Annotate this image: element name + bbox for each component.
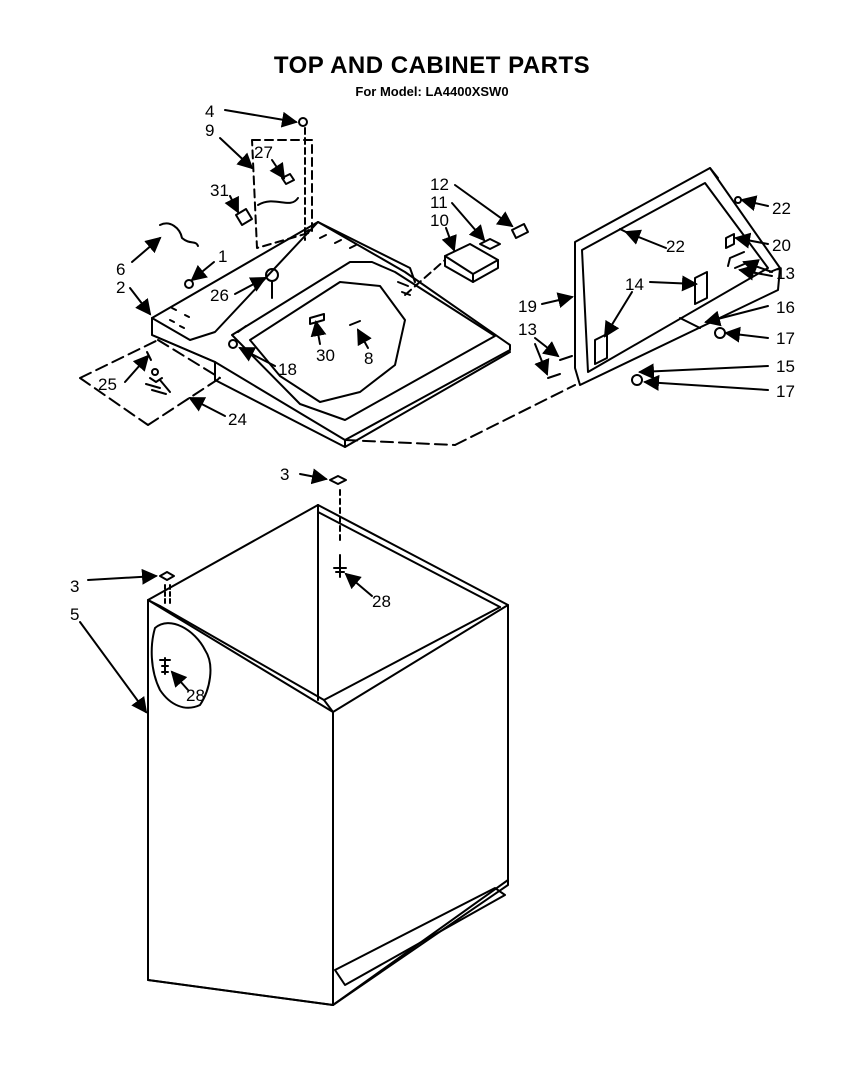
- callout-9: 9: [205, 121, 214, 140]
- callout-3-rear: 3: [280, 465, 289, 484]
- model-subtitle: For Model: LA4400XSW0: [355, 84, 509, 99]
- callout-28-front: 28: [186, 686, 205, 705]
- diagram-title: TOP AND CABINET PARTS: [273, 52, 591, 79]
- top-panel: [151, 221, 511, 448]
- callout-17-lower: 17: [776, 382, 795, 401]
- callout-1: 1: [218, 247, 227, 266]
- callout-13-right: 13: [776, 264, 795, 283]
- leader-lines: [79, 109, 773, 714]
- cabinet: [147, 475, 509, 1006]
- switch-assembly-24: [79, 339, 221, 426]
- callout-19: 19: [518, 297, 537, 316]
- callout-17-upper: 17: [776, 329, 795, 348]
- callout-27: 27: [254, 143, 273, 162]
- callout-22-right: 22: [772, 199, 791, 218]
- callout-24: 24: [228, 410, 247, 429]
- callout-22-inner: 22: [666, 237, 685, 256]
- callout-18: 18: [278, 360, 297, 379]
- callout-8: 8: [364, 349, 373, 368]
- callout-5: 5: [70, 605, 79, 624]
- callout-25: 25: [98, 375, 117, 394]
- lid-assembly: [344, 167, 781, 446]
- callout-10: 10: [430, 211, 449, 230]
- callout-6: 6: [116, 260, 125, 279]
- small-parts: [159, 117, 361, 349]
- callout-30: 30: [316, 346, 335, 365]
- callout-14: 14: [625, 275, 644, 294]
- callout-12: 12: [430, 175, 449, 194]
- callout-31: 31: [210, 181, 229, 200]
- callout-28-rear: 28: [372, 592, 391, 611]
- callout-13-left: 13: [518, 320, 537, 339]
- callout-20: 20: [772, 236, 791, 255]
- hinge-parts: [404, 223, 529, 296]
- callout-26: 26: [210, 286, 229, 305]
- callout-16: 16: [776, 298, 795, 317]
- callout-2: 2: [116, 278, 125, 297]
- callout-11: 11: [430, 193, 448, 212]
- callout-15: 15: [776, 357, 795, 376]
- callout-labels: 4 9 27 31 6 1 2 26 30 8 18 25 24 12 11 1…: [70, 102, 795, 705]
- callout-3-front: 3: [70, 577, 79, 596]
- callout-4: 4: [205, 102, 214, 121]
